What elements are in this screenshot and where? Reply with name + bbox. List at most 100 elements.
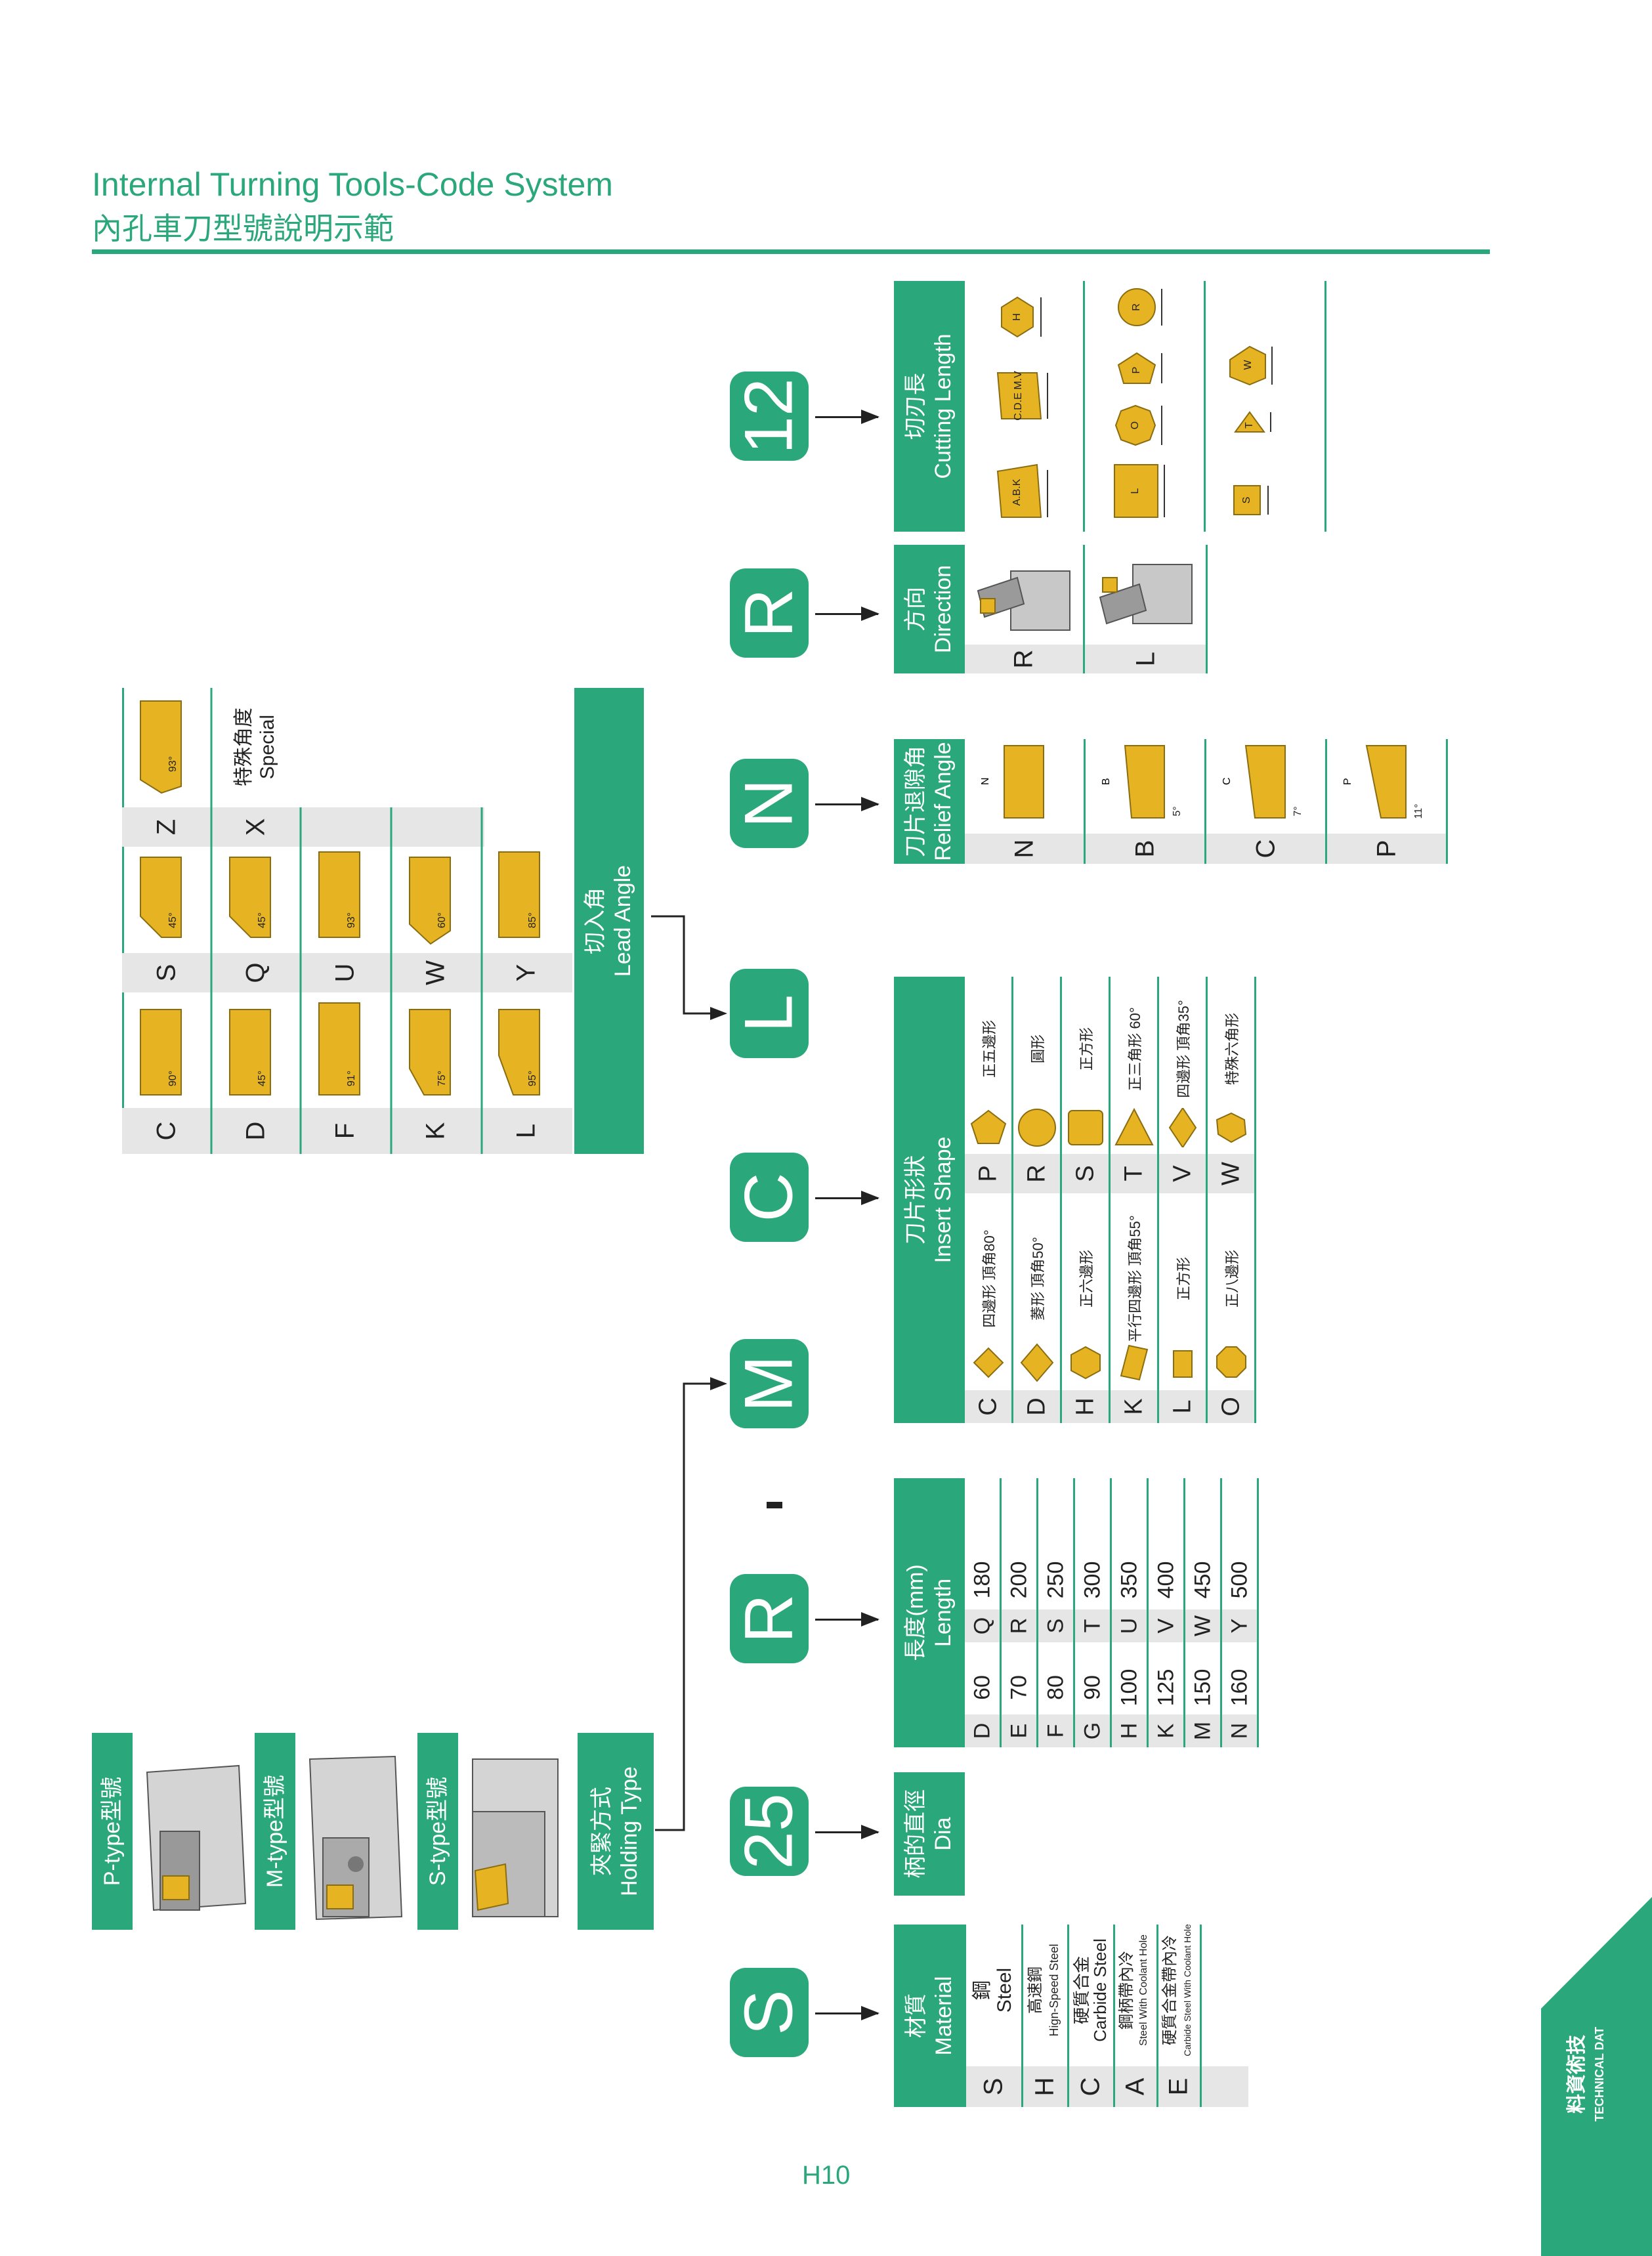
cut-label-p: P [1131, 366, 1142, 374]
lead-code-x: X [241, 818, 270, 836]
code-chip-length: R [730, 1574, 809, 1663]
insert-shape-icon [1114, 1108, 1154, 1145]
lead-code-k: K [421, 1122, 450, 1140]
cutting-length-drawings: A.B.K C.D.E M.V H L O P R S T W [965, 281, 1331, 532]
code-chip-holding: M [730, 1339, 809, 1428]
direction-code-r: R [1009, 649, 1038, 669]
code-chip-material: S [730, 1968, 809, 2057]
arrow-cutting-length [815, 410, 879, 424]
holding-s-type-header: S-type型號 [417, 1733, 458, 1930]
lead-code-z: Z [152, 819, 181, 836]
insert-shape-icon [1173, 1350, 1193, 1378]
header-divider [92, 249, 1490, 254]
arrow-dia [815, 1825, 879, 1839]
code-chip-dia: 25 [730, 1787, 809, 1876]
cut-label-cdemv: C.D.E M.V [1013, 371, 1024, 421]
code-dash [767, 1502, 782, 1508]
direction-l-drawing [1099, 564, 1193, 625]
lead-angle-grid [122, 688, 572, 1154]
lead-angle-y: 85° [527, 912, 538, 929]
lead-angle-s: 45° [167, 912, 179, 929]
code-chip-lead-angle: L [730, 969, 809, 1058]
cutting-length-shapes [996, 288, 1273, 518]
lead-angle-d: 45° [257, 1070, 268, 1087]
insert-shape-icon [1120, 1344, 1149, 1381]
insert-shape-icon [1168, 1108, 1197, 1147]
page-title-en: Internal Turning Tools-Code System [92, 166, 613, 203]
lead-code-q: Q [241, 962, 270, 983]
insert-shape-icon [1216, 1346, 1246, 1378]
relief-insert-drawing: P [1342, 745, 1407, 819]
cut-label-t: T [1244, 422, 1255, 429]
lead-angle-z: 93° [167, 756, 179, 773]
cut-label-h: H [1011, 313, 1023, 321]
lead-code-f: F [330, 1122, 360, 1139]
lead-code-u: U [330, 963, 360, 983]
relief-insert-drawing: B [1101, 745, 1165, 819]
lead-code-d: D [241, 1121, 270, 1141]
page-title-zh: 內孔車刀型號說明示範 [92, 211, 394, 246]
holding-m-type-header: M-type型號 [255, 1733, 295, 1930]
cut-label-o: O [1130, 421, 1141, 430]
insert-shape-icon [1018, 1109, 1056, 1147]
side-tab [1541, 1897, 1652, 2256]
insert-shape-icon [1070, 1346, 1101, 1380]
code-chip-cutting-length: 12 [730, 372, 809, 461]
length-header: 長度(mm)Length [894, 1478, 965, 1747]
direction-rows: R L [965, 545, 1208, 673]
insert-shape-icon [1068, 1110, 1103, 1145]
direction-code-l: L [1131, 651, 1160, 667]
relief-insert-drawing: C [1221, 745, 1286, 819]
cut-label-w: W [1242, 360, 1254, 370]
holding-p-type-header: P-type型號 [92, 1733, 133, 1930]
cut-label-r: R [1131, 303, 1142, 311]
insert-shape-icon [1020, 1343, 1054, 1382]
p-type-drawing [146, 1764, 247, 1911]
s-type-drawing [472, 1758, 559, 1917]
cut-label-l: L [1130, 488, 1141, 494]
code-chip-direction: R [730, 568, 809, 658]
relief-insert-drawing: N [980, 745, 1044, 819]
arrow-relief [815, 797, 879, 811]
arrow-length [815, 1612, 879, 1627]
svg-text:B: B [1101, 778, 1112, 785]
lead-code-c: C [152, 1121, 181, 1141]
lead-angle-l: 95° [527, 1070, 538, 1087]
